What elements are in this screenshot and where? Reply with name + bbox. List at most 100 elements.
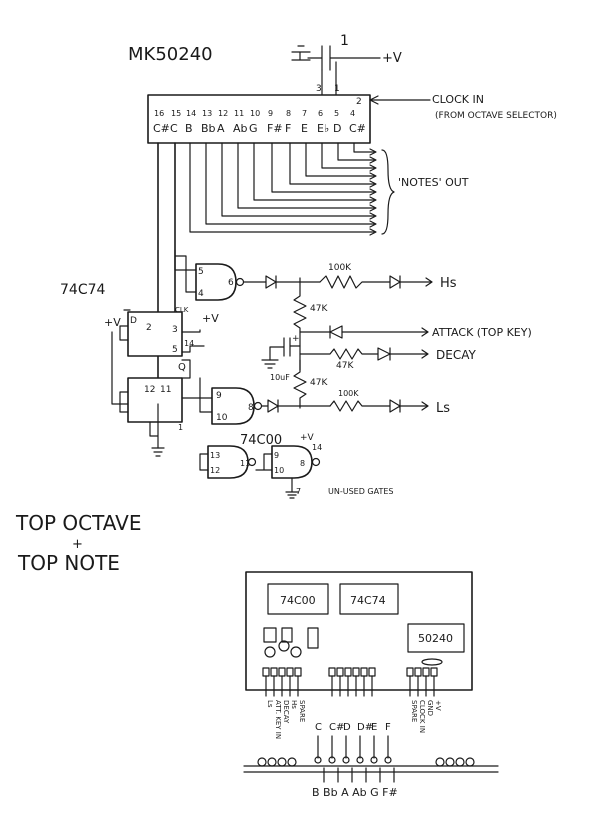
diode-decay bbox=[377, 347, 391, 361]
nand-u-p9: 9 bbox=[274, 451, 279, 460]
r-47k-b-label: 47K bbox=[310, 378, 328, 388]
cap-plus: + bbox=[292, 334, 300, 344]
chip-pin-number: 10 bbox=[250, 109, 260, 118]
chip-pin-name: E♭ bbox=[317, 122, 329, 135]
bottom-top-note: F bbox=[385, 722, 391, 733]
supply-pin3: 3 bbox=[316, 84, 322, 94]
bottom-top-note: C bbox=[315, 722, 322, 733]
bottom-low-notes: B Bb A Ab G F# bbox=[312, 786, 398, 799]
r-bot-label: 100K bbox=[338, 389, 359, 398]
board-chip-74c00 bbox=[267, 583, 329, 615]
board-components bbox=[263, 627, 443, 666]
ff-pin5: 5 bbox=[172, 345, 178, 355]
clock-arrow bbox=[369, 95, 379, 105]
nand-top-bubble bbox=[235, 277, 245, 287]
resistor-decay bbox=[299, 348, 379, 360]
resistor-47k-upper bbox=[293, 281, 307, 371]
board-chip-b-label: 74C74 bbox=[350, 594, 386, 607]
cap-value: 10uF bbox=[270, 373, 290, 382]
bottom-tap-node bbox=[342, 756, 350, 764]
rail-connectors bbox=[257, 757, 475, 767]
clock-label: CLOCK IN bbox=[432, 93, 484, 106]
unused-note: UN-USED GATES bbox=[328, 487, 394, 496]
r-decay-label: 47K bbox=[336, 361, 354, 371]
nand-74c00-label: 74C00 bbox=[240, 433, 282, 448]
nand-u-p13: 13 bbox=[210, 451, 220, 460]
ls-wire bbox=[389, 399, 429, 413]
chip-pin-number: 8 bbox=[286, 109, 291, 118]
nand-mid-pin8: 8 bbox=[248, 403, 254, 413]
nand-u-p12: 12 bbox=[210, 466, 220, 475]
attack-wire bbox=[341, 327, 429, 337]
chip-pin-number: 7 bbox=[302, 109, 307, 118]
diode-attack bbox=[329, 325, 343, 339]
notes-output-lines bbox=[189, 142, 395, 236]
bottom-tap-node bbox=[314, 756, 322, 764]
ff-pin12: 12 bbox=[144, 385, 155, 395]
r-top-label: 100K bbox=[328, 263, 352, 273]
board-left-label: ATT. KEY IN bbox=[274, 700, 282, 739]
chip-pin-name: C bbox=[170, 122, 178, 135]
chip-pin-name: A bbox=[217, 122, 225, 135]
bottom-rail bbox=[243, 765, 499, 773]
ff-clk: CLK bbox=[175, 306, 189, 314]
ff-pin1: 1 bbox=[178, 423, 183, 432]
chip-pin-name: B bbox=[185, 122, 193, 135]
ff-ground bbox=[151, 447, 165, 457]
chip-pin-number: 6 bbox=[318, 109, 323, 118]
decay-wire bbox=[389, 349, 429, 359]
nand-vplus: +V bbox=[300, 433, 315, 443]
ff-vplus-left: +V bbox=[104, 316, 121, 329]
clock-note: (FROM OCTAVE SELECTOR) bbox=[435, 111, 557, 121]
nand-u-p7: 7 bbox=[296, 487, 301, 496]
nand-top-pin6: 6 bbox=[228, 278, 234, 288]
supply-capacitor bbox=[291, 45, 381, 97]
nand-unused-b-bubble bbox=[311, 457, 321, 467]
nand-u-p14: 14 bbox=[312, 443, 322, 452]
chip-pin-number: 9 bbox=[268, 109, 273, 118]
board-chip-a-label: 74C00 bbox=[280, 594, 316, 607]
flipflop-wiring bbox=[111, 325, 213, 449]
board-left-label: Hs bbox=[290, 700, 298, 709]
diode-hs bbox=[389, 275, 401, 289]
chip-pin-number: 13 bbox=[202, 109, 212, 118]
bottom-tap-node bbox=[328, 756, 336, 764]
chip-pin-number: 16 bbox=[154, 109, 164, 118]
bottom-tap-node bbox=[356, 756, 364, 764]
board-right-label: +V bbox=[434, 700, 442, 711]
ff-pin2: 2 bbox=[146, 323, 152, 333]
board-left-label: DECAY bbox=[282, 700, 290, 724]
chip-pin-number: 4 bbox=[350, 109, 355, 118]
heading-top-note: TOP NOTE bbox=[17, 551, 120, 575]
resistor-100k-top bbox=[319, 275, 391, 289]
board-connector-pins bbox=[262, 667, 438, 697]
bus-wires bbox=[157, 142, 176, 405]
diode-top bbox=[265, 275, 277, 289]
hs-wire bbox=[399, 277, 433, 287]
nand-u-p11: 11 bbox=[240, 459, 250, 468]
bottom-tap-node bbox=[370, 756, 378, 764]
board-right-label: CLOCK IN bbox=[418, 700, 426, 733]
chip-pin-name: E bbox=[301, 122, 308, 135]
chip-pin-number: 5 bbox=[334, 109, 339, 118]
attack-label: ATTACK (TOP KEY) bbox=[432, 326, 532, 339]
decay-label: DECAY bbox=[436, 348, 476, 362]
r-47k-a-label: 47K bbox=[310, 304, 328, 314]
nand-top-pin4: 4 bbox=[198, 289, 204, 299]
ls-label: Ls bbox=[436, 401, 450, 416]
ff-pin11: 11 bbox=[160, 385, 171, 395]
bottom-tap-node bbox=[384, 756, 392, 764]
nand-u-p8: 8 bbox=[300, 459, 305, 468]
bottom-top-note: D bbox=[343, 722, 351, 733]
board-chip-50240 bbox=[407, 623, 465, 653]
flipflop-upper bbox=[127, 311, 183, 357]
resistor-100k-bot bbox=[329, 400, 391, 412]
chip-pin-name: F# bbox=[267, 122, 283, 135]
clock-pin: 2 bbox=[356, 97, 362, 107]
board-right-label: SPARE bbox=[410, 700, 418, 722]
chip-pin-name: C# bbox=[153, 122, 170, 135]
